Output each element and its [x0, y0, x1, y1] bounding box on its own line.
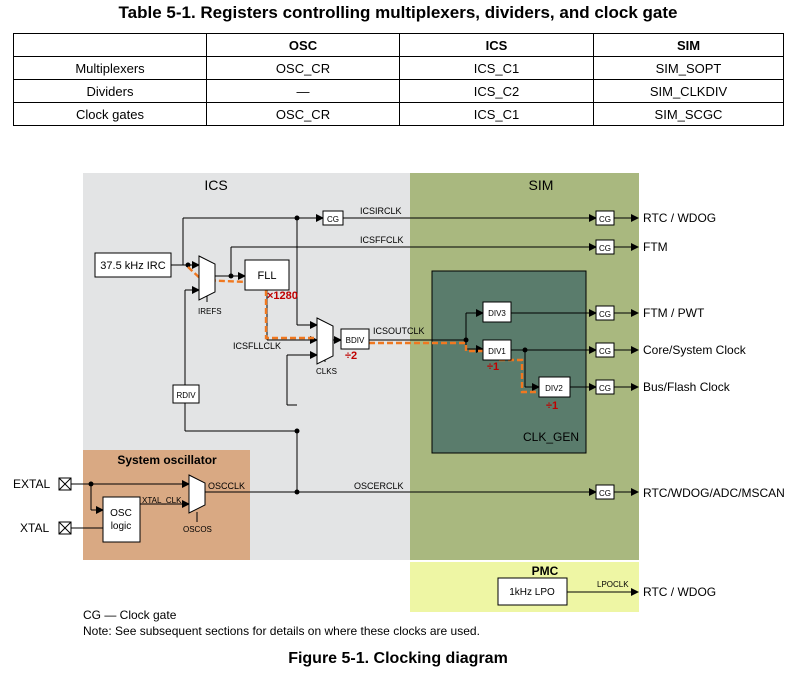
junction-dots: [88, 215, 528, 495]
icsoutclk-label: ICSOUTCLK: [373, 326, 425, 336]
cg-box: [595, 239, 615, 255]
div3-block: [482, 301, 512, 323]
pmc-title: PMC: [532, 564, 559, 578]
cg-label: CG: [599, 347, 611, 356]
cg-label: CG: [599, 215, 611, 224]
output-labels: RTC / WDOG FTM FTM / PWT Core/System Clo…: [643, 211, 785, 599]
output-rtc-wdog-adc: RTC/WDOG/ADC/MSCAN: [643, 486, 785, 500]
cg-label: CG: [599, 384, 611, 393]
cg-box: [595, 379, 615, 395]
oscerclk-label: OSCERCLK: [354, 481, 404, 491]
table-cell: ICS_C1: [399, 56, 594, 80]
oscclk-label: OSCCLK: [208, 481, 245, 491]
wires: [71, 214, 639, 596]
cg-label: CG: [599, 310, 611, 319]
lpo-block: [497, 577, 568, 606]
table-title: Table 5-1. Registers controlling multipl…: [118, 3, 678, 22]
div1-block: [482, 339, 512, 361]
table-cell: ICS_C2: [399, 79, 594, 103]
fll-block: [244, 259, 290, 291]
oscos-label: OSCOS: [183, 525, 212, 534]
table-header: [13, 33, 207, 57]
osc-mux: [188, 474, 206, 514]
fll-mult-label: ×1280: [267, 290, 298, 302]
table-cell: SIM_SCGC: [593, 102, 784, 126]
output-bus-clock: Bus/Flash Clock: [643, 380, 731, 394]
table-cell: SIM_SOPT: [593, 56, 784, 80]
registers-table: OSC ICS SIM Multiplexers OSC_CR ICS_C1 S…: [13, 33, 784, 126]
icsffclk-label: ICSFFCLK: [360, 235, 404, 245]
cg-box: [595, 305, 615, 321]
osc-logic-label: logic: [111, 521, 132, 532]
xtal-clk-label: XTAL_CLK: [142, 496, 182, 505]
rdiv-label: RDIV: [176, 391, 196, 400]
output-ftm-pwt: FTM / PWT: [643, 306, 705, 320]
output-rtc-wdog: RTC / WDOG: [643, 211, 716, 225]
div1-div-label: ÷1: [487, 361, 499, 373]
bdiv-block: [340, 328, 370, 350]
irc-label: 37.5 kHz IRC: [100, 260, 165, 272]
fll-label: FLL: [258, 270, 277, 282]
figure-caption: Figure 5-1. Clocking diagram: [288, 650, 508, 667]
lpoclk-label: LPOCLK: [597, 580, 629, 589]
usage-note: Note: See subsequent sections for detail…: [83, 624, 480, 638]
table-row: Clock gates OSC_CR ICS_C1 SIM_SCGC: [13, 102, 784, 126]
sysosc-title: System oscillator: [117, 453, 217, 467]
table-row: Multiplexers OSC_CR ICS_C1 SIM_SOPT: [13, 56, 784, 80]
output-ftm: FTM: [643, 240, 668, 254]
irefs-label: IREFS: [198, 307, 222, 316]
irefs-mux: [198, 255, 216, 301]
cg-box: [322, 210, 344, 226]
table-cell: Clock gates: [13, 102, 207, 126]
table-cell: ICS_C1: [399, 102, 594, 126]
signal-labels: ICSIRCLK ICSFFCLK ICSFLLCLK ICSOUTCLK OS…: [142, 206, 629, 589]
clk-gen-title: CLK_GEN: [523, 430, 579, 444]
cg-label: CG: [327, 215, 339, 224]
clk-gen-region: [431, 270, 587, 454]
output-rtc-wdog-lpo: RTC / WDOG: [643, 585, 716, 599]
output-core-clock: Core/System Clock: [643, 343, 747, 357]
pins: EXTAL XTAL: [13, 477, 72, 535]
table-cell: OSC_CR: [206, 102, 400, 126]
bdiv-label: BDIV: [346, 336, 365, 345]
factor-labels: ×1280 ÷2 ÷1 ÷1: [267, 290, 558, 412]
osc-logic-label: OSC: [110, 508, 132, 519]
table-header: SIM: [593, 33, 784, 57]
div2-block: [538, 376, 571, 398]
xtal-label: XTAL: [20, 521, 49, 535]
sim-title: SIM: [529, 177, 554, 193]
div1-label: DIV1: [488, 347, 506, 356]
table-cell: OSC_CR: [206, 56, 400, 80]
clks-mux: [316, 317, 334, 365]
table-header-row: OSC ICS SIM: [13, 33, 784, 57]
table-cell: Dividers: [13, 79, 207, 103]
bdiv-div-label: ÷2: [345, 350, 357, 362]
table-header: OSC: [206, 33, 400, 57]
irc-block: [94, 252, 172, 278]
cg-box: [595, 342, 615, 358]
ics-title: ICS: [204, 177, 227, 193]
clks-label: CLKS: [316, 367, 337, 376]
div3-label: DIV3: [488, 309, 506, 318]
cg-label: CG: [599, 244, 611, 253]
lpo-label: 1kHz LPO: [509, 587, 555, 598]
extal-label: EXTAL: [13, 477, 50, 491]
cg-box: [595, 210, 615, 226]
rdiv-block: [172, 384, 200, 404]
div2-label: DIV2: [545, 384, 563, 393]
cg-label: CG: [599, 489, 611, 498]
cg-note: CG — Clock gate: [83, 608, 177, 622]
osc-logic-block: [102, 496, 141, 543]
div2-div-label: ÷1: [546, 400, 558, 412]
clock-gates: CG CG CG CG CG CG CG: [322, 210, 615, 500]
table-cell: —: [206, 79, 400, 103]
cg-box: [595, 484, 615, 500]
table-cell: SIM_CLKDIV: [593, 79, 784, 103]
icsfllclk-label: ICSFLLCLK: [233, 341, 281, 351]
table-row: Dividers — ICS_C2 SIM_CLKDIV: [13, 79, 784, 103]
icsirclk-label: ICSIRCLK: [360, 206, 402, 216]
